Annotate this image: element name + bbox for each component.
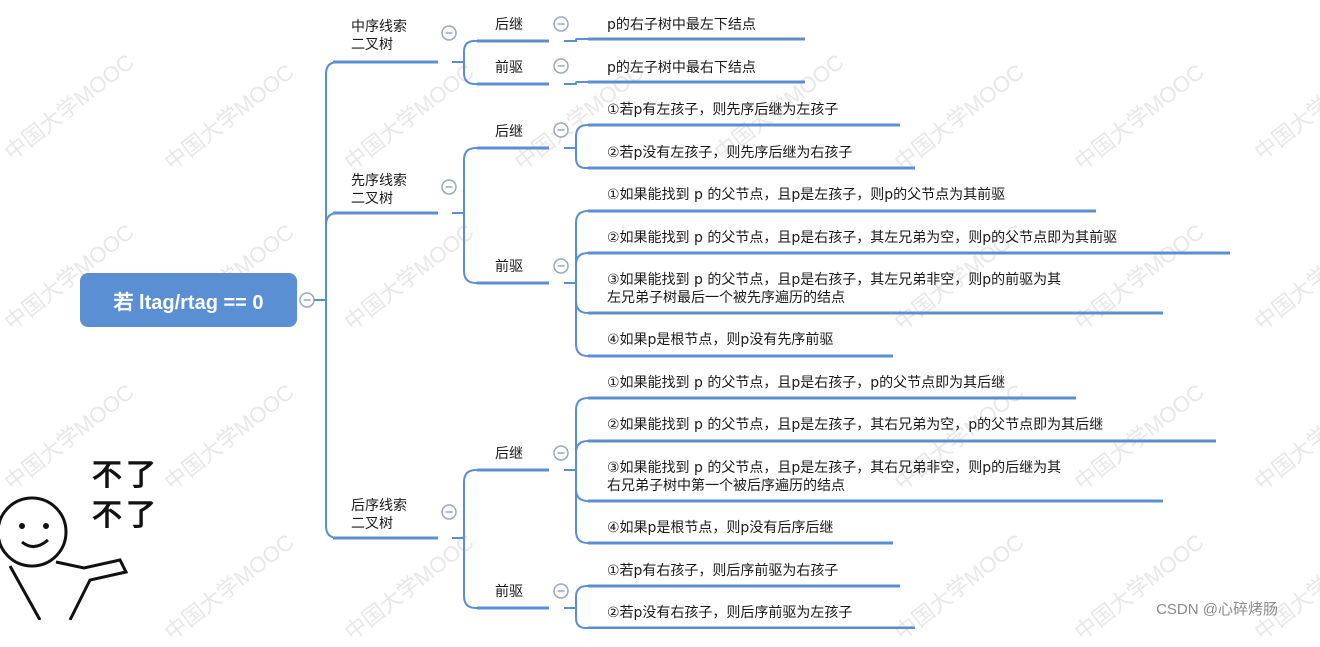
branch-postorder-title[interactable]: 后序线索 二叉树	[351, 497, 431, 533]
leaf-postorder-predecessor-1[interactable]: ①若p有右孩子，则后序前驱为右孩子	[607, 562, 838, 580]
link-l2-0	[452, 41, 477, 62]
leaf-inorder-predecessor[interactable]: p的左子树中最右下结点	[607, 59, 756, 77]
sticker-text-2: 不了	[92, 490, 160, 534]
leaf-postorder-successor-1[interactable]: ①如果能找到 p 的父节点，且p是右孩子，p的父节点即为其后继	[607, 374, 1005, 392]
link-leaf-0	[564, 39, 588, 41]
link-leaf-13	[564, 608, 588, 628]
leaf-postorder-successor-2[interactable]: ②如果能找到 p 的父节点，且p是左孩子，其右兄弟为空，p的父节点即为其后继	[607, 416, 1103, 434]
root-node[interactable]: 若 ltag/rtag == 0	[80, 273, 297, 327]
branch-preorder-title[interactable]: 先序线索 二叉树	[351, 172, 431, 208]
preorder-predecessor-label[interactable]: 前驱	[495, 258, 523, 276]
collapse-branch-0-icon[interactable]	[442, 26, 456, 40]
postorder-successor-label[interactable]: 后继	[495, 445, 523, 463]
leaf-preorder-predecessor-4[interactable]: ④如果p是根节点，则p没有先序前驱	[607, 331, 833, 349]
leaf-postorder-successor-3[interactable]: ③如果能找到 p 的父节点，且p是左孩子，其右兄弟非空，则p的后继为其 右兄弟子…	[607, 459, 1167, 495]
collapse-l2-4-icon[interactable]	[554, 446, 568, 460]
leaf-preorder-predecessor-3[interactable]: ③如果能找到 p 的父节点，且p是右孩子，其左兄弟非空，则p的前驱为其 左兄弟子…	[607, 271, 1167, 307]
collapse-l2-2-icon[interactable]	[554, 123, 568, 137]
leaf-postorder-predecessor-2[interactable]: ②若p没有右孩子，则后序前驱为左孩子	[607, 604, 852, 622]
link-l2-5	[452, 538, 477, 608]
link-root-branch-2	[314, 300, 338, 538]
preorder-successor-label[interactable]: 后继	[495, 123, 523, 141]
link-l2-4	[452, 470, 477, 538]
inorder-predecessor-label[interactable]: 前驱	[495, 59, 523, 77]
root-collapse-icon[interactable]	[300, 293, 314, 307]
leaf-preorder-successor-1[interactable]: ①若p有左孩子，则先序后继为左孩子	[607, 101, 838, 119]
link-leaf-3	[564, 148, 588, 168]
collapse-branch-1-icon[interactable]	[442, 180, 456, 194]
link-l2-2	[452, 148, 477, 213]
credit-label: CSDN @心碎烤肠	[1156, 598, 1278, 619]
link-l2-3	[452, 213, 477, 283]
link-leaf-11	[564, 470, 588, 543]
link-leaf-7	[564, 283, 588, 356]
collapse-l2-5-icon[interactable]	[554, 584, 568, 598]
link-leaf-1	[564, 82, 588, 84]
collapse-l2-1-icon[interactable]	[554, 59, 568, 73]
inorder-successor-label[interactable]: 后继	[495, 16, 523, 34]
branch-inorder-title[interactable]: 中序线索 二叉树	[351, 18, 431, 54]
postorder-predecessor-label[interactable]: 前驱	[495, 583, 523, 601]
leaf-postorder-successor-4[interactable]: ④如果p是根节点，则p没有后序后继	[607, 519, 833, 537]
link-root-branch-1	[314, 213, 338, 300]
leaf-preorder-successor-2[interactable]: ②若p没有左孩子，则先序后继为右孩子	[607, 144, 852, 162]
sticker-text-1: 不了	[92, 450, 160, 494]
link-l2-1	[452, 62, 477, 84]
collapse-l2-3-icon[interactable]	[554, 259, 568, 273]
collapse-l2-0-icon[interactable]	[554, 17, 568, 31]
leaf-inorder-successor[interactable]: p的右子树中最左下结点	[607, 16, 756, 34]
collapse-branch-2-icon[interactable]	[442, 505, 456, 519]
root-label: 若 ltag/rtag == 0	[113, 286, 263, 315]
leaf-preorder-predecessor-2[interactable]: ②如果能找到 p 的父节点，且p是右孩子，其左兄弟为空，则p的父节点即为其前驱	[607, 229, 1117, 247]
leaf-preorder-predecessor-1[interactable]: ①如果能找到 p 的父节点，且p是左孩子，则p的父节点为其前驱	[607, 186, 1005, 204]
